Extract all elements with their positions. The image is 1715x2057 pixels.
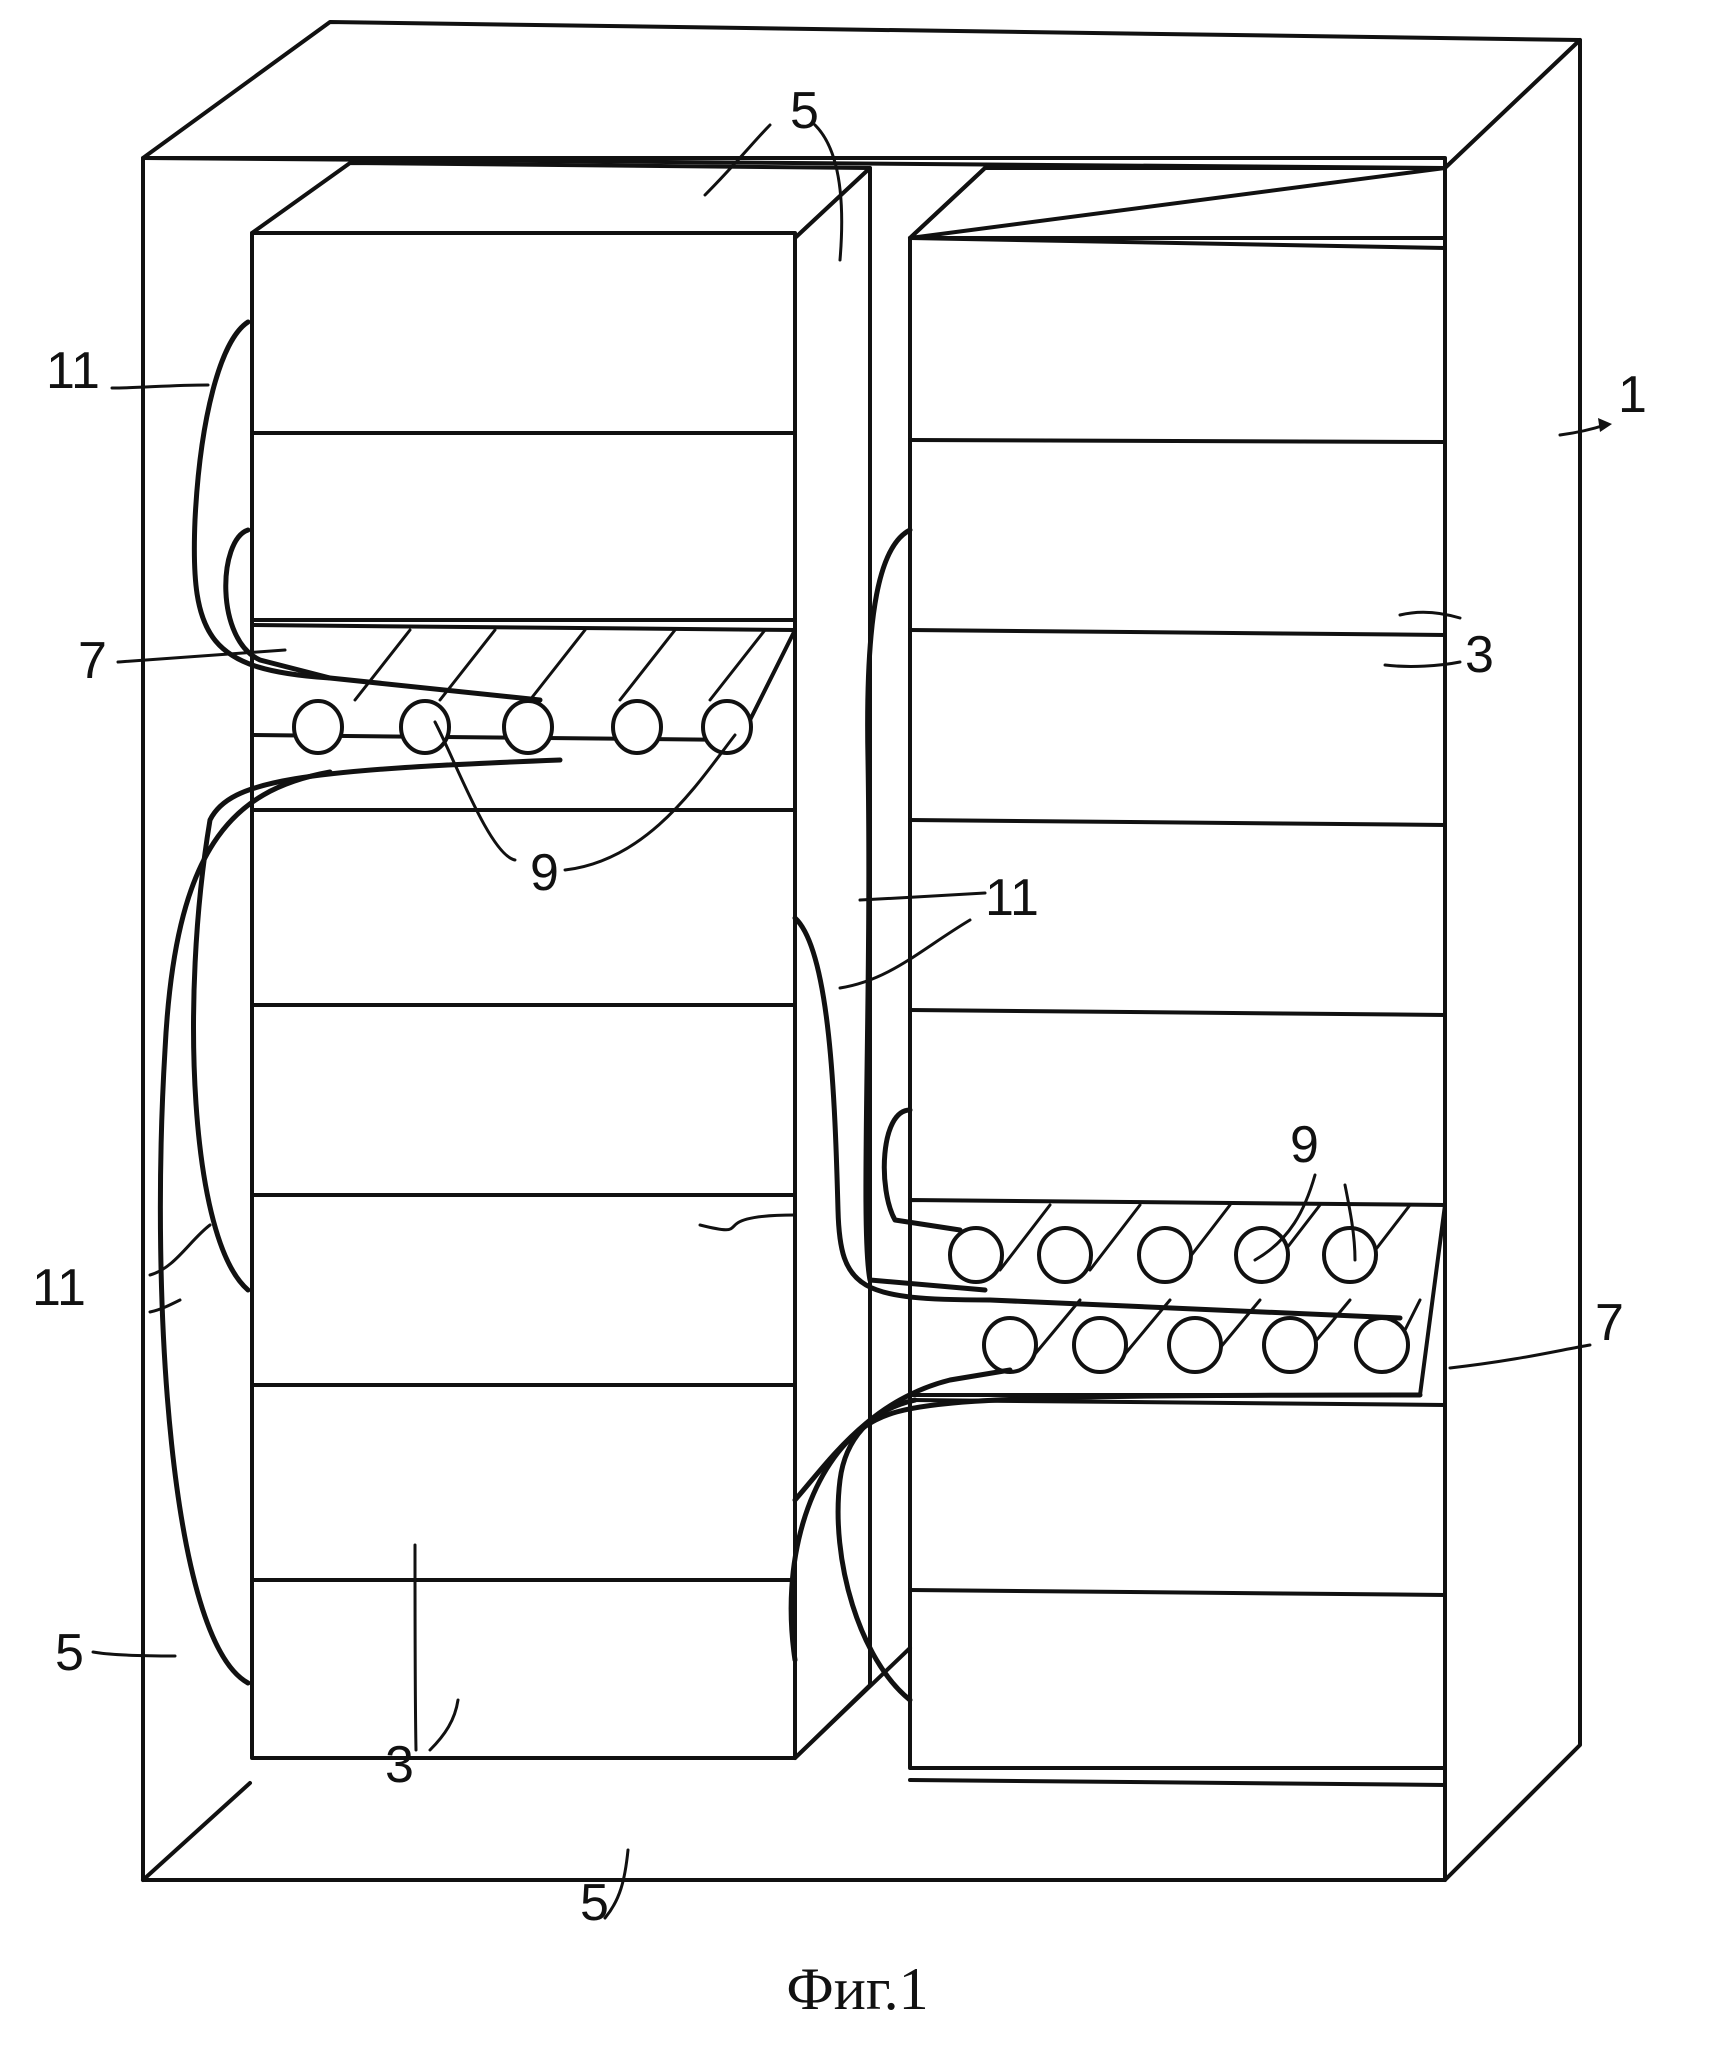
label-connector-9-right: 9 [1290,1116,1319,1174]
label-tray-7-left: 7 [78,632,107,690]
connector-9 [1074,1318,1126,1372]
label-tray-7-right: 7 [1595,1294,1624,1352]
label-panel-5-left: 5 [55,1624,84,1682]
left-tray [252,625,795,753]
connector-9 [1356,1318,1408,1372]
label-equipment-3-right: 3 [1465,626,1494,684]
label-panel-5-bottom: 5 [580,1874,609,1932]
label-frame-1: 1 [1618,366,1647,424]
right-equipment-column [795,168,1445,1785]
connector-9 [613,701,661,753]
figure-caption: Фиг.1 [0,1955,1715,2024]
label-equipment-3-left: 3 [385,1736,414,1794]
label-connector-9-left: 9 [530,844,559,902]
connector-9 [504,701,552,753]
connector-9 [1039,1228,1091,1282]
connector-9 [950,1228,1002,1282]
connector-9 [294,701,342,753]
connector-9 [1169,1318,1221,1372]
connector-9 [1139,1228,1191,1282]
right-tray [910,1200,1445,1395]
connector-9 [1324,1228,1376,1282]
connector-9 [1264,1318,1316,1372]
label-cable-11-right: 11 [985,869,1039,927]
left-equipment-column [252,163,870,1758]
label-cable-11-left: 11 [46,342,100,400]
label-cable-11-lower-left: 11 [32,1259,86,1317]
connector-9 [401,701,449,753]
label-panel-5-top: 5 [790,82,819,140]
connector-9 [984,1318,1036,1372]
